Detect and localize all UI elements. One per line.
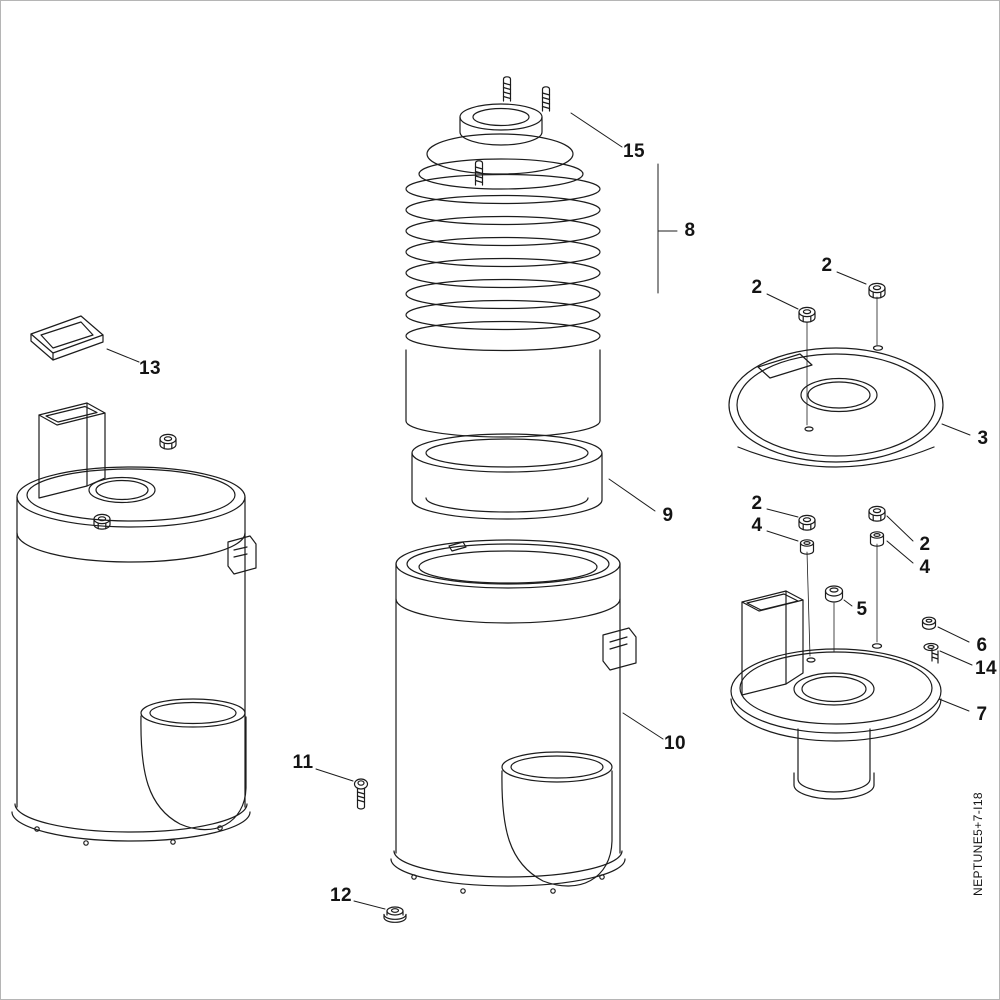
callout-8: 8 — [684, 220, 696, 241]
part-left-jacket — [11, 402, 257, 846]
nut-mid-right — [868, 505, 886, 522]
nut-top-left — [798, 306, 816, 323]
part-outer-cylinder — [390, 539, 637, 894]
callout-2-mid-left: 2 — [751, 493, 763, 514]
assembly-axis-lines — [806, 296, 878, 657]
doc-code: NEPTUNE5+7-I18 — [971, 792, 985, 896]
part-ring — [411, 433, 603, 520]
callout-13: 13 — [139, 358, 161, 379]
part-top-cover — [728, 345, 944, 468]
callout-7: 7 — [976, 704, 988, 725]
callout-2-top-left: 2 — [751, 277, 763, 298]
callout-10: 10 — [664, 733, 686, 754]
stud-top-left — [502, 76, 512, 102]
callout-9: 9 — [662, 505, 674, 526]
part-flanged-nut — [383, 906, 407, 923]
stud-top-right — [541, 86, 551, 112]
part-frame — [30, 315, 104, 361]
part-heat-exchanger — [405, 76, 601, 438]
part-bottom-plate — [730, 590, 942, 800]
callout-14: 14 — [975, 658, 997, 679]
callout-11: 11 — [292, 752, 314, 773]
callout-12: 12 — [330, 885, 352, 906]
callout-3: 3 — [977, 428, 989, 449]
nut-top-right — [868, 282, 886, 299]
callout-15: 15 — [623, 141, 645, 162]
callout-4-mid-left: 4 — [751, 515, 763, 536]
part-screw — [353, 778, 369, 810]
callout-5: 5 — [856, 599, 868, 620]
callout-4-mid-right: 4 — [919, 557, 931, 578]
callout-2-mid-right: 2 — [919, 534, 931, 555]
callout-leader-lines — [106, 112, 973, 910]
part-nuts-and-spacers — [798, 282, 939, 652]
nut-mid-left — [798, 514, 816, 531]
callout-6: 6 — [976, 635, 988, 656]
callout-2-top-right: 2 — [821, 255, 833, 276]
jacket-nut-top — [159, 433, 177, 450]
